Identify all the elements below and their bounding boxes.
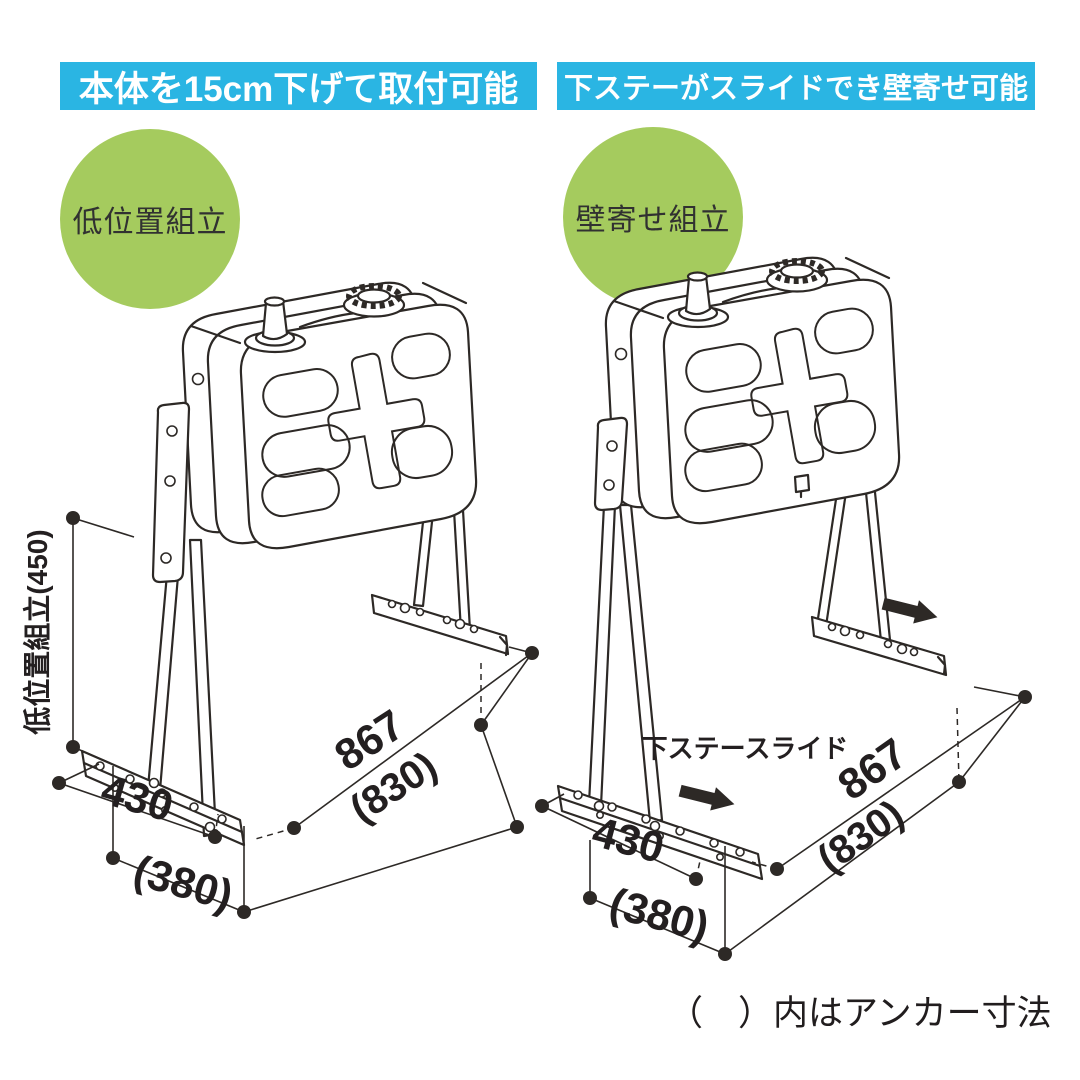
diagram-low-position bbox=[52, 283, 539, 919]
anchor-dimension-footnote: （ ）内はアンカー寸法 bbox=[668, 994, 1052, 1033]
badge-wall-side-label: 壁寄せ組立 bbox=[575, 204, 731, 237]
front-base-rail bbox=[80, 749, 246, 847]
dimension-lines-right bbox=[535, 686, 1032, 961]
badge-low-position-assembly: 低位置組立 bbox=[60, 129, 240, 309]
front-leg bbox=[188, 538, 218, 838]
front-base-rail bbox=[556, 784, 764, 881]
rear-base-rail-slid bbox=[810, 615, 948, 677]
badge-wall-side-assembly: 壁寄せ組立 bbox=[563, 127, 743, 307]
slide-note-label: 下ステースライド bbox=[641, 733, 849, 764]
dim-height-450: 低位置組立(450) bbox=[22, 529, 53, 735]
banner-slide-stay: 下ステーがスライドでき壁寄せ可能 bbox=[557, 62, 1035, 110]
banner-low-mount-label: 本体を15cm下げて取付可能 bbox=[78, 69, 519, 109]
dimension-lines-left bbox=[52, 511, 539, 919]
side-stay-plate bbox=[593, 416, 629, 512]
front-leg bbox=[618, 503, 664, 824]
banner-slide-stay-label: 下ステーがスライドでき壁寄せ可能 bbox=[563, 73, 1028, 105]
rear-base-rail bbox=[370, 593, 510, 657]
badge-low-position-label: 低位置組立 bbox=[72, 206, 228, 239]
drain-plug bbox=[793, 473, 811, 499]
front-leg bbox=[587, 503, 617, 808]
side-stay-plate bbox=[151, 401, 191, 584]
banner-low-mount: 本体を15cm下げて取付可能 bbox=[60, 62, 537, 110]
diagram-wall-side bbox=[535, 258, 1032, 961]
